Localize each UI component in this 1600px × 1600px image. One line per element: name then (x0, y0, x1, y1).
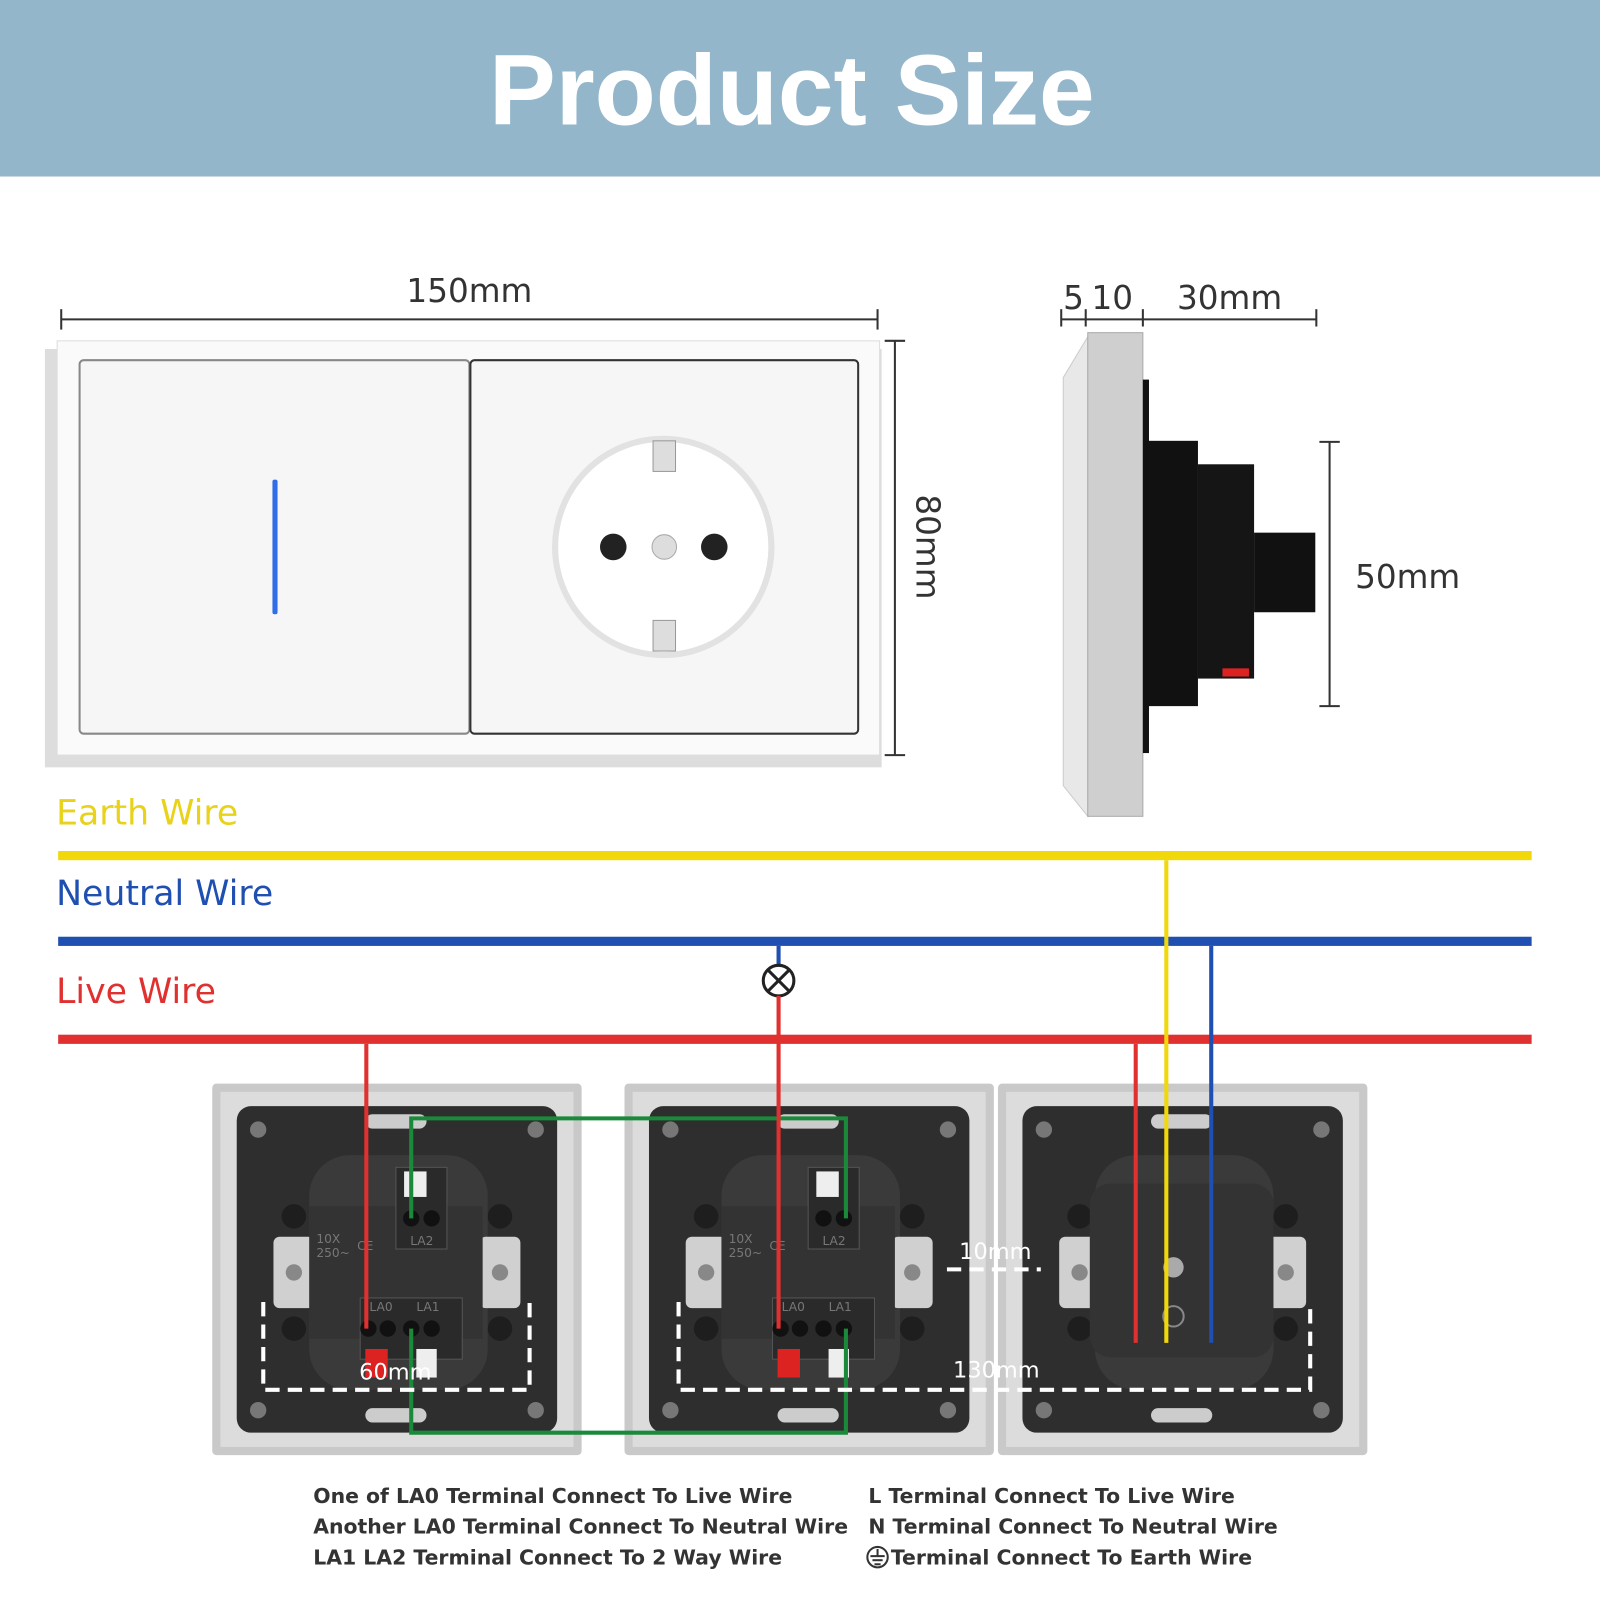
side-dim-10: 10 (1091, 279, 1133, 317)
socket-module (997, 1083, 1368, 1456)
module-markings: 10X 250~ CE LA0 LA1 LA2 10X 250~ CE LA0 … (316, 1232, 852, 1314)
socket-width-dim (676, 1302, 1313, 1392)
svg-text:10X: 10X (729, 1232, 753, 1246)
svg-text:LA0: LA0 (782, 1300, 805, 1314)
indicator-led (272, 479, 278, 615)
socket-wiring-notes: L Terminal Connect To Live Wire N Termin… (866, 1484, 1278, 1569)
switch-module-2 (624, 1083, 994, 1456)
depth-dimension-label: 50mm (1355, 558, 1460, 596)
svg-text:250~: 250~ (729, 1246, 763, 1260)
header-banner (0, 0, 1600, 177)
svg-text:250~: 250~ (316, 1246, 350, 1260)
live-wire (58, 1034, 1532, 1044)
svg-text:One of LA0 Terminal Connect To: One of LA0 Terminal Connect To Live Wire (313, 1484, 792, 1508)
svg-text:L Terminal Connect To Live Wir: L Terminal Connect To Live Wire (868, 1484, 1234, 1508)
earth-wire-label: Earth Wire (56, 793, 238, 833)
svg-text:Terminal Connect To Earth Wire: Terminal Connect To Earth Wire (891, 1545, 1252, 1569)
svg-text:N Terminal Connect To Neutral: N Terminal Connect To Neutral Wire (868, 1515, 1277, 1539)
svg-text:LA2: LA2 (410, 1234, 433, 1248)
svg-text:LA1: LA1 (416, 1300, 439, 1314)
front-view: 150mm 80mm (44, 272, 946, 768)
svg-text:LA0: LA0 (369, 1300, 392, 1314)
width-dimension-label: 150mm (406, 272, 532, 310)
svg-text:10X: 10X (316, 1232, 340, 1246)
height-dimension-label: 80mm (908, 494, 946, 599)
side-view: 5 10 30mm 50mm (1060, 279, 1460, 818)
live-wire-label: Live Wire (56, 972, 216, 1012)
svg-text:LA1: LA1 (829, 1300, 852, 1314)
svg-text:Another LA0 Terminal Connect T: Another LA0 Terminal Connect To Neutral … (313, 1515, 848, 1539)
earth-symbol-icon (866, 1545, 889, 1569)
switch-width-label: 60mm (359, 1360, 431, 1386)
side-dim-5: 5 (1063, 279, 1084, 317)
svg-text:LA1 LA2 Terminal Connect To 2: LA1 LA2 Terminal Connect To 2 Way Wire (313, 1545, 782, 1569)
neutral-wire-label: Neutral Wire (56, 874, 273, 914)
side-dim-30: 30mm (1177, 279, 1282, 317)
svg-text:LA2: LA2 (822, 1234, 845, 1248)
lamp-icon (761, 963, 796, 998)
neutral-wire (58, 936, 1532, 946)
earth-wire (58, 851, 1532, 861)
switch-module-1 (212, 1083, 582, 1456)
switch-wiring-notes: One of LA0 Terminal Connect To Live Wire… (313, 1484, 848, 1569)
socket-width-label: 130mm (953, 1358, 1040, 1384)
spacing-label: 10mm (959, 1239, 1031, 1265)
page-title: Product Size (489, 34, 1095, 146)
two-way-wiring (409, 1116, 848, 1435)
